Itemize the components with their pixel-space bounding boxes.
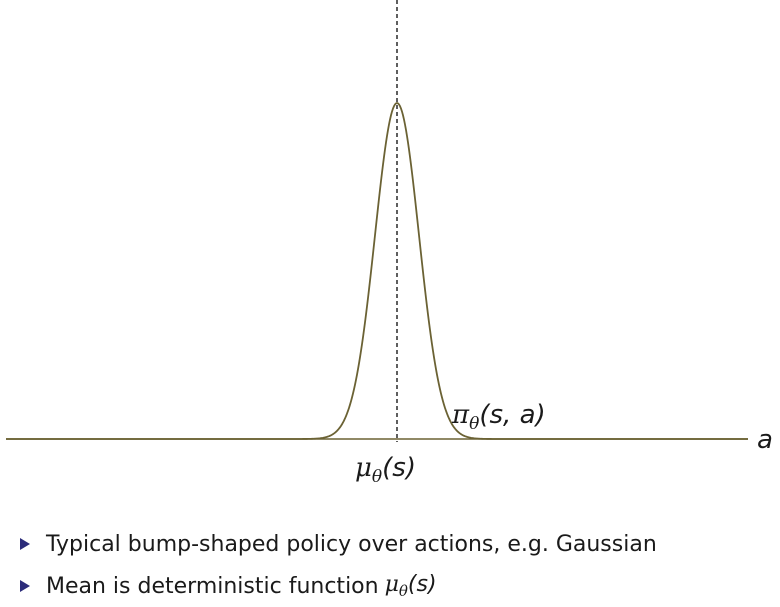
bullet-triangle-icon — [20, 580, 30, 592]
action-axis-label: a — [757, 425, 773, 455]
gaussian-policy-curve — [6, 102, 748, 440]
bullet-text: Typical bump-shaped policy over actions,… — [46, 531, 657, 557]
bullet-text: Mean is deterministic function — [46, 573, 379, 599]
bullet-item: Typical bump-shaped policy over actions,… — [20, 526, 657, 562]
policy-label: πθ(s, a) — [452, 400, 546, 434]
policy-plot — [6, 0, 748, 442]
inline-mean-math: μθ(s) — [384, 572, 437, 600]
mean-label: μθ(s) — [355, 453, 416, 487]
bullet-item: Mean is deterministic function μθ(s) — [20, 568, 437, 604]
bullet-triangle-icon — [20, 538, 30, 550]
policy-figure: πθ(s, a) μθ(s) a — [6, 0, 773, 487]
